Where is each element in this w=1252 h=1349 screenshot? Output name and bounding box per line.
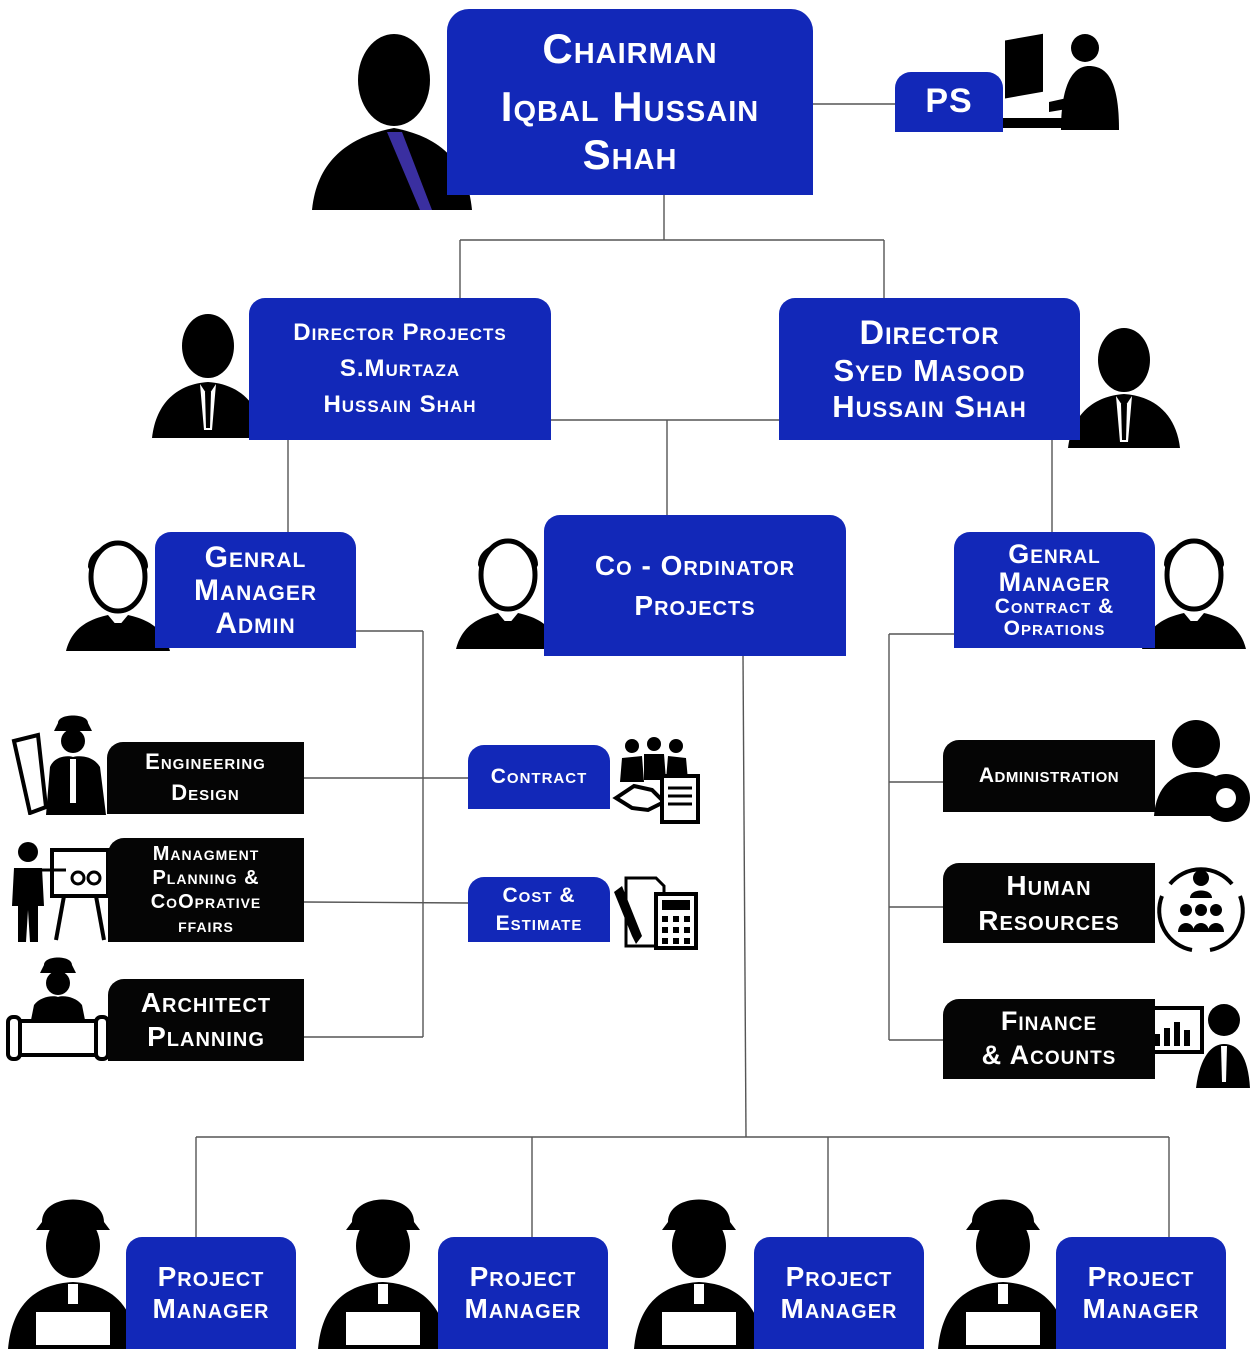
project-manager-1-line1: Project <box>157 1260 265 1292</box>
finance-accounts-box: Finance & Acounts <box>943 999 1155 1079</box>
project-manager-box-1: Project Manager <box>126 1237 296 1349</box>
director-projects-avatar-icon <box>152 314 264 438</box>
director-line3: Hussain Shah <box>832 388 1027 424</box>
project-manager-4-line2: Manager <box>1082 1293 1200 1324</box>
user-gear-icon <box>1154 720 1250 822</box>
project-manager-box-3: Project Manager <box>754 1237 924 1349</box>
director-line1: Director <box>859 313 1000 352</box>
gm-contract-line4: Oprations <box>1003 617 1106 641</box>
gm-contract-line3: Contract & <box>994 595 1115 619</box>
gm-admin-avatar-icon <box>66 540 170 651</box>
management-planning-line2: Planning & <box>152 867 260 889</box>
project-manager-2-line2: Manager <box>464 1293 582 1324</box>
management-planning-line3: CoOprative <box>150 891 262 913</box>
chairman-name-line2: Shah <box>582 131 678 179</box>
administration-label: Administration <box>978 763 1120 787</box>
engineering-design-line2: Design <box>171 780 240 805</box>
engineering-design-line1: Engineering <box>145 749 266 775</box>
human-resources-box: Human Resources <box>943 863 1155 943</box>
director-avatar-icon <box>1068 328 1180 448</box>
gm-contract-line2: Manager <box>998 566 1111 597</box>
chairman-name-line1: Iqbal Hussain <box>500 82 760 130</box>
gm-admin-line2: Manager <box>194 573 317 607</box>
director-line2: Syed Masood <box>833 352 1026 388</box>
director-projects-box: Director Projects S.Murtaza Hussain Shah <box>249 298 551 440</box>
management-planning-box: Managment Planning & CoOprative ffairs <box>108 838 304 942</box>
project-manager-2-line1: Project <box>469 1260 577 1292</box>
project-manager-3-line2: Manager <box>780 1293 898 1324</box>
cost-estimate-line2: Estimate <box>495 911 583 935</box>
contract-label: Contract <box>490 764 588 788</box>
architect-planning-line1: Architect <box>140 987 272 1019</box>
coordinator-line1: Co - Ordinator <box>594 550 796 582</box>
director-projects-line3: Hussain Shah <box>323 391 477 418</box>
chairman-avatar-icon <box>312 34 472 210</box>
gm-contract-avatar-icon <box>1142 538 1246 649</box>
gm-admin-line3: Admin <box>215 606 296 640</box>
finance-accounts-line2: & Acounts <box>981 1040 1117 1070</box>
project-manager-2-worker-icon <box>318 1199 448 1349</box>
finance-accounts-line1: Finance <box>1000 1006 1098 1037</box>
ps-box: PS <box>895 72 1003 132</box>
handshake-team-icon <box>612 737 700 824</box>
director-projects-line1: Director Projects <box>293 319 507 346</box>
project-manager-4-line1: Project <box>1087 1260 1195 1292</box>
architect-planning-box: Architect Planning <box>108 979 304 1061</box>
gm-contract-box: Genral Manager Contract & Oprations <box>954 532 1155 648</box>
gm-admin-line1: Genral <box>204 540 307 574</box>
chairman-box: Chairman Iqbal Hussain Shah <box>447 9 813 195</box>
gm-contract-line1: Genral <box>1008 538 1101 569</box>
project-manager-3-worker-icon <box>634 1199 764 1349</box>
coordinator-line2: Projects <box>634 589 756 621</box>
chairman-title: Chairman <box>542 24 718 72</box>
cost-estimate-box: Cost & Estimate <box>468 877 610 942</box>
cost-estimate-line1: Cost & <box>502 884 576 908</box>
team-cycle-icon <box>1157 867 1245 952</box>
project-manager-1-line2: Manager <box>152 1293 270 1324</box>
human-resources-line1: Human <box>1006 870 1092 901</box>
ps-label: PS <box>925 82 973 121</box>
project-manager-box-4: Project Manager <box>1056 1237 1226 1349</box>
director-projects-line2: S.Murtaza <box>339 355 461 382</box>
architect-planning-line2: Planning <box>147 1021 265 1052</box>
coordinator-avatar-icon <box>456 538 560 649</box>
human-resources-line2: Resources <box>978 905 1120 936</box>
project-manager-3-line1: Project <box>785 1260 893 1292</box>
finance-chart-person-icon <box>1144 1004 1250 1088</box>
gm-admin-box: Genral Manager Admin <box>155 532 356 648</box>
project-manager-4-worker-icon <box>938 1199 1068 1349</box>
administration-box: Administration <box>943 740 1155 812</box>
coordinator-box: Co - Ordinator Projects <box>544 515 846 656</box>
engineer-blueprint-icon <box>11 715 106 815</box>
calculator-pencil-icon <box>614 876 698 950</box>
project-manager-box-2: Project Manager <box>438 1237 608 1349</box>
director-box: Director Syed Masood Hussain Shah <box>779 298 1080 440</box>
presentation-board-icon <box>12 842 110 942</box>
management-planning-line4: ffairs <box>178 915 234 937</box>
architect-plans-icon <box>6 957 110 1061</box>
project-manager-1-worker-icon <box>8 1199 138 1349</box>
ps-computer-user-icon <box>989 33 1119 130</box>
contract-box: Contract <box>468 745 610 809</box>
engineering-design-box: Engineering Design <box>107 742 304 814</box>
management-planning-line1: Managment <box>152 843 260 865</box>
